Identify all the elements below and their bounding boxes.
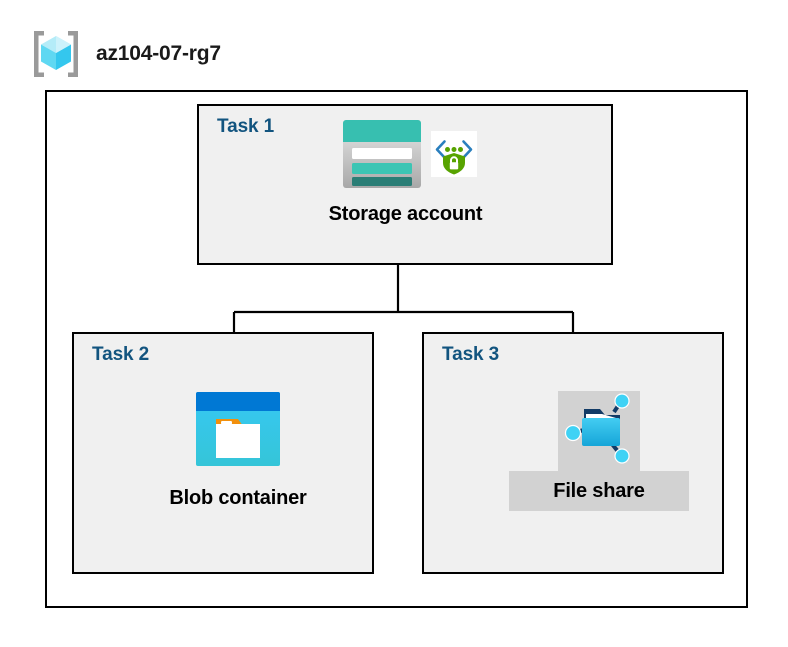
blob-container-icon bbox=[194, 390, 282, 473]
task1-label: Task 1 bbox=[217, 116, 275, 137]
panel-task2[interactable]: Task 2 bbox=[72, 332, 374, 574]
blob-container-caption: Blob container bbox=[169, 487, 307, 509]
storage-account-icon bbox=[341, 118, 423, 195]
task3-label: Task 3 bbox=[442, 344, 500, 365]
file-share-icon bbox=[562, 392, 636, 471]
node-storage-account[interactable]: Storage account bbox=[288, 118, 523, 226]
storage-icon-row bbox=[341, 118, 477, 195]
resource-group-header: az104-07-rg7 bbox=[30, 28, 221, 80]
resource-group-cube-icon bbox=[30, 28, 82, 80]
file-share-caption: File share bbox=[553, 479, 645, 502]
node-file-share[interactable]: File share bbox=[509, 391, 689, 511]
file-share-icon-backing bbox=[558, 391, 640, 471]
storage-account-caption: Storage account bbox=[328, 203, 483, 225]
resource-group-name: az104-07-rg7 bbox=[96, 42, 221, 65]
node-blob-container[interactable]: Blob container bbox=[148, 390, 328, 510]
task2-label: Task 2 bbox=[92, 344, 150, 365]
secure-transfer-shield-icon bbox=[430, 131, 477, 182]
file-share-label-backing: File share bbox=[509, 471, 689, 511]
